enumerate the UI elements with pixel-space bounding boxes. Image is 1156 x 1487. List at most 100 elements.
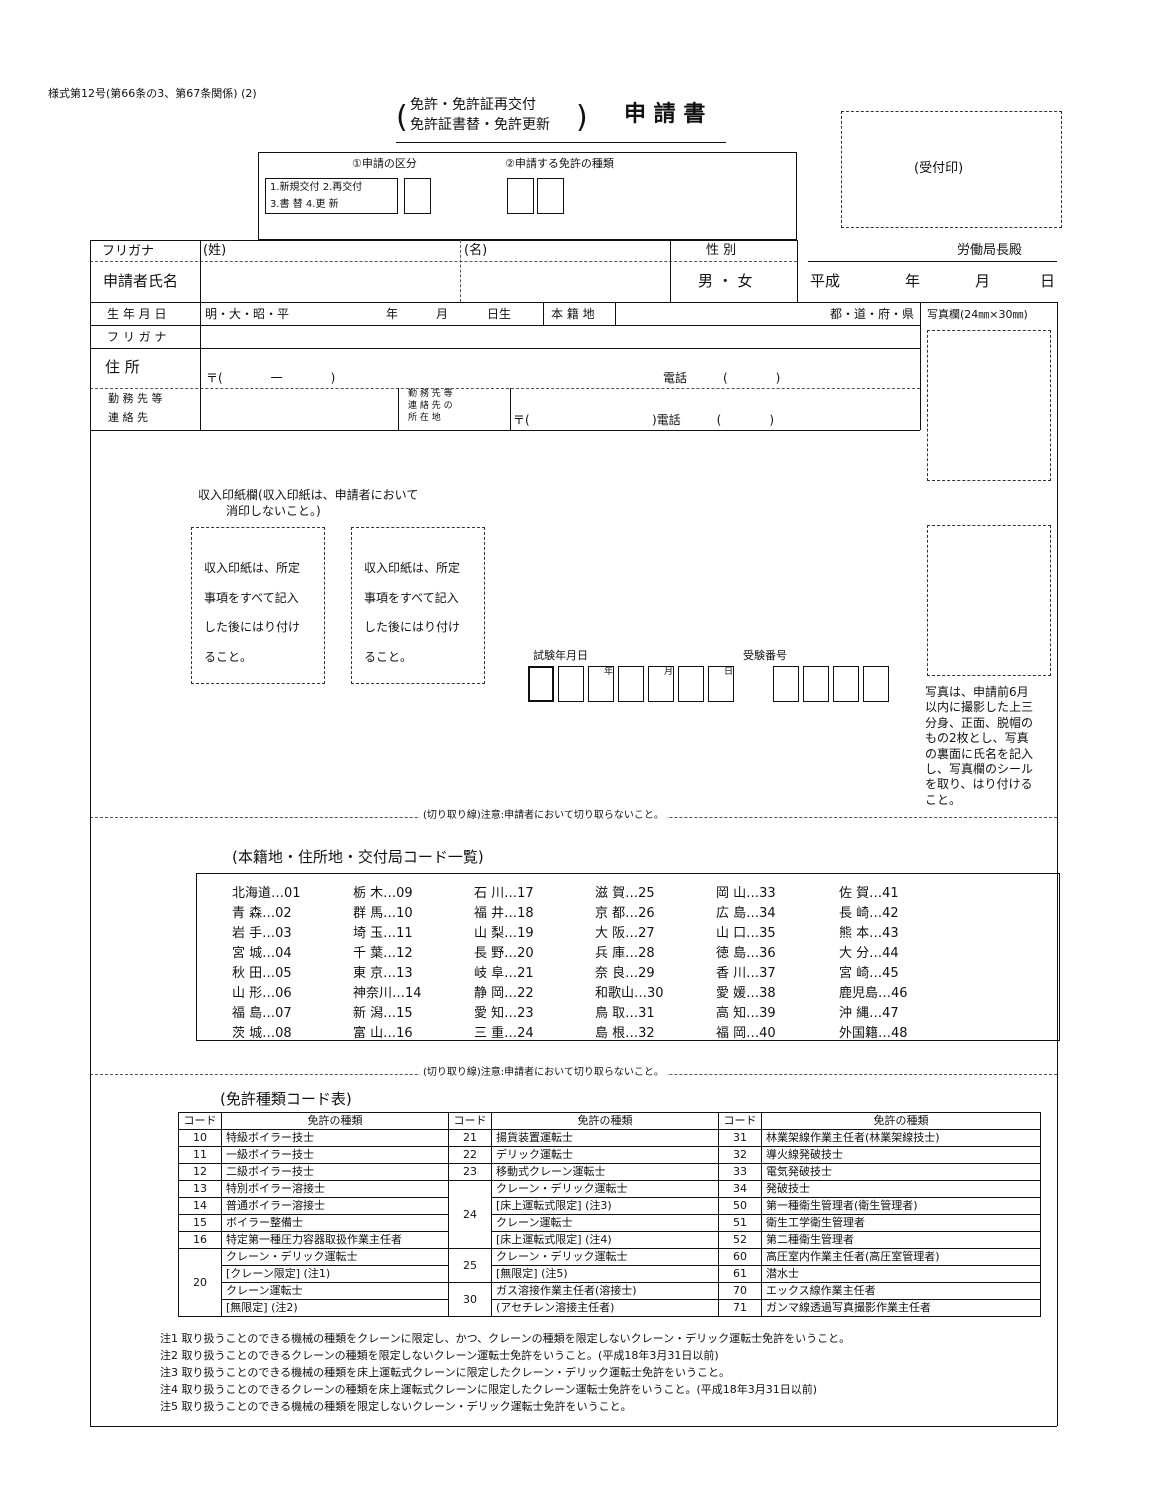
date-month: 月 [975, 272, 991, 290]
code-list-title: (本籍地・住所地・交付局コード一覧) [232, 848, 484, 866]
photo-label: 写真欄(24㎜×30㎜) [927, 308, 1028, 321]
code-item: 埼 玉…11 [353, 926, 413, 941]
note-line: 注3 取り扱うことのできる機械の種類を床上運転式クレーンに限定したクレーン・デリ… [160, 1366, 731, 1379]
postal-code[interactable]: 〒( 一 ) [206, 371, 336, 385]
note-line: 注1 取り扱うことのできる機械の種類をクレーンに限定し、かつ、クレーンの種類を限… [160, 1332, 851, 1345]
code-cell: 52 [718, 1231, 762, 1249]
code-cell: 10 [178, 1129, 222, 1147]
honseki-field[interactable] [617, 303, 817, 324]
code-item: 福 井…18 [474, 906, 534, 921]
work-contact-label-1: 勤 務 先 等 [108, 392, 163, 405]
license-type-input-1[interactable] [507, 178, 534, 214]
code-item: 大 阪…27 [595, 926, 655, 941]
exam-date-cell[interactable] [648, 666, 674, 702]
code-cell: 12 [178, 1163, 222, 1181]
kubun-label: ①申請の区分 [352, 157, 417, 170]
code-item: 兵 庫…28 [595, 946, 655, 961]
exam-date-cell[interactable] [678, 666, 704, 702]
exam-month-mark: 月 [664, 667, 674, 677]
name-cell: 第二種衛生管理者 [761, 1231, 1041, 1249]
given-name-field[interactable] [462, 263, 668, 301]
license-type-input-2[interactable] [537, 178, 564, 214]
exam-number-cell[interactable] [863, 666, 889, 702]
work-contact-field[interactable] [202, 390, 396, 428]
exam-number-cell[interactable] [803, 666, 829, 702]
code-column: 岡 山…33 広 島…34 山 口…35 徳 島…36 香 川…37 愛 媛…3… [716, 882, 776, 1042]
tel[interactable]: 電話 ( ) [663, 371, 781, 385]
photo-note-line: こと。 [925, 792, 962, 807]
given-name-label: (名) [464, 243, 488, 258]
code-column: 石 川…17 福 井…18 山 梨…19 長 野…20 岐 阜…21 静 岡…2… [474, 882, 534, 1042]
address-label: 住 所 [105, 358, 140, 376]
family-name-field[interactable] [202, 263, 458, 301]
stamp-heading-1: 収入印紙欄(収入印紙は、申請者において [198, 488, 419, 502]
exam-date-cell[interactable] [528, 666, 554, 702]
code-cell: 70 [718, 1282, 762, 1300]
code-item: 静 岡…22 [474, 986, 534, 1001]
code-cell: 15 [178, 1214, 222, 1232]
table-row: 20 クレーン・デリック運転士 25 クレーン・デリック運転士 60 高圧室内作… [178, 1248, 1041, 1317]
code-item: 佐 賀…41 [839, 886, 899, 901]
exam-date-cell[interactable] [618, 666, 644, 702]
stamp-box-2[interactable] [351, 527, 485, 684]
name-cell: 揚貨装置運転士 [491, 1129, 719, 1147]
work-tel[interactable]: )電話 ( ) [652, 413, 775, 427]
stamp-text-line: 事項をすべて記入 [204, 590, 299, 605]
form-reference: 様式第12号(第66条の3、第67条関係) (2) [48, 87, 257, 100]
code-item: 宮 城…04 [232, 946, 292, 961]
table-row: 11 一級ボイラー技士 22 デリック運転士 32 導火線発破技士 [178, 1146, 1041, 1164]
stamp-text-line: 事項をすべて記入 [364, 590, 459, 605]
work-address-label-1: 勤 務 先 等 [408, 389, 453, 399]
stamp-text-line: した後にはり付け [364, 620, 461, 634]
exam-number-cell[interactable] [833, 666, 859, 702]
family-name-label: (姓) [203, 243, 227, 258]
code-item: 青 森…02 [232, 906, 292, 921]
code-item: 東 京…13 [353, 966, 413, 981]
table-row: [クレーン限定] (注1) [無限定] (注5) 61 潜水士 [179, 1265, 1041, 1283]
name-cell: 特定第一種圧力容器取扱作業主任者 [221, 1231, 449, 1249]
sex-options[interactable]: 男 ・ 女 [698, 272, 753, 290]
photo-box-1[interactable] [927, 330, 1051, 481]
name-cell: [床上運転式限定] (注4) [491, 1231, 719, 1249]
name-cell: 電気発破技士 [761, 1163, 1041, 1181]
code-item: 外国籍…48 [839, 1026, 908, 1041]
table-row: 10 特級ボイラー技士 21 揚貨装置運転士 31 林業架線作業主任者(林業架線… [178, 1129, 1041, 1147]
code-item: 山 口…35 [716, 926, 776, 941]
code-cell: 24 [448, 1180, 492, 1249]
photo-box-2[interactable] [927, 525, 1051, 676]
exam-date-cell[interactable] [588, 666, 614, 702]
date-year: 年 [905, 272, 921, 290]
code-item: 沖 縄…47 [839, 1006, 899, 1021]
title-main: 申 請 書 [624, 102, 706, 127]
notes: 注1 取り扱うことのできる機械の種類をクレーンに限定し、かつ、クレーンの種類を限… [160, 1330, 850, 1415]
cut-line-label: (切り取り線)注意:申請者において切り取らないこと。 [420, 1068, 667, 1078]
table-header-row: コード 免許の種類 コード 免許の種類 コード 免許の種類 [178, 1112, 1041, 1130]
date-era: 平成 [810, 272, 841, 290]
code-item: 愛 媛…38 [716, 986, 776, 1001]
code-item: 広 島…34 [716, 906, 776, 921]
stamp-text-line: ること。 [204, 649, 253, 664]
exam-date-cell[interactable] [708, 666, 734, 702]
table-row: 15 ボイラー整備士 クレーン運転士 51 衛生工学衛生管理者 [178, 1214, 1041, 1232]
work-address-label-3: 所 在 地 [408, 413, 441, 423]
name-cell: 高圧室内作業主任者(高圧室管理者) [761, 1248, 1041, 1266]
code-item: 茨 城…08 [232, 1026, 292, 1041]
code-cell: 33 [718, 1163, 762, 1181]
name-cell: [無限定] (注5) [491, 1265, 719, 1283]
note-line: 注4 取り扱うことのできるクレーンの種類を床上運転式クレーンに限定したクレーン運… [160, 1383, 818, 1396]
date-day: 日 [1040, 272, 1056, 290]
work-postal[interactable]: 〒( [513, 413, 530, 427]
code-item: 宮 崎…45 [839, 966, 899, 981]
kubun-input[interactable] [404, 178, 431, 214]
exam-date-cell[interactable] [558, 666, 584, 702]
code-item: 岐 阜…21 [474, 966, 534, 981]
code-item: 滋 賀…25 [595, 886, 655, 901]
code-column: 佐 賀…41 長 崎…42 熊 本…43 大 分…44 宮 崎…45 鹿児島…4… [839, 882, 908, 1042]
furigana-label: フリガナ [102, 244, 155, 259]
name-cell: 特別ボイラー溶接士 [221, 1180, 449, 1198]
furigana2-label: フ リ ガ ナ [107, 330, 167, 344]
stamp-heading-2: 消印しないこと。) [226, 504, 321, 518]
stamp-box-1[interactable] [191, 527, 325, 684]
exam-number-cell[interactable] [773, 666, 799, 702]
code-item: 島 根…32 [595, 1026, 655, 1041]
